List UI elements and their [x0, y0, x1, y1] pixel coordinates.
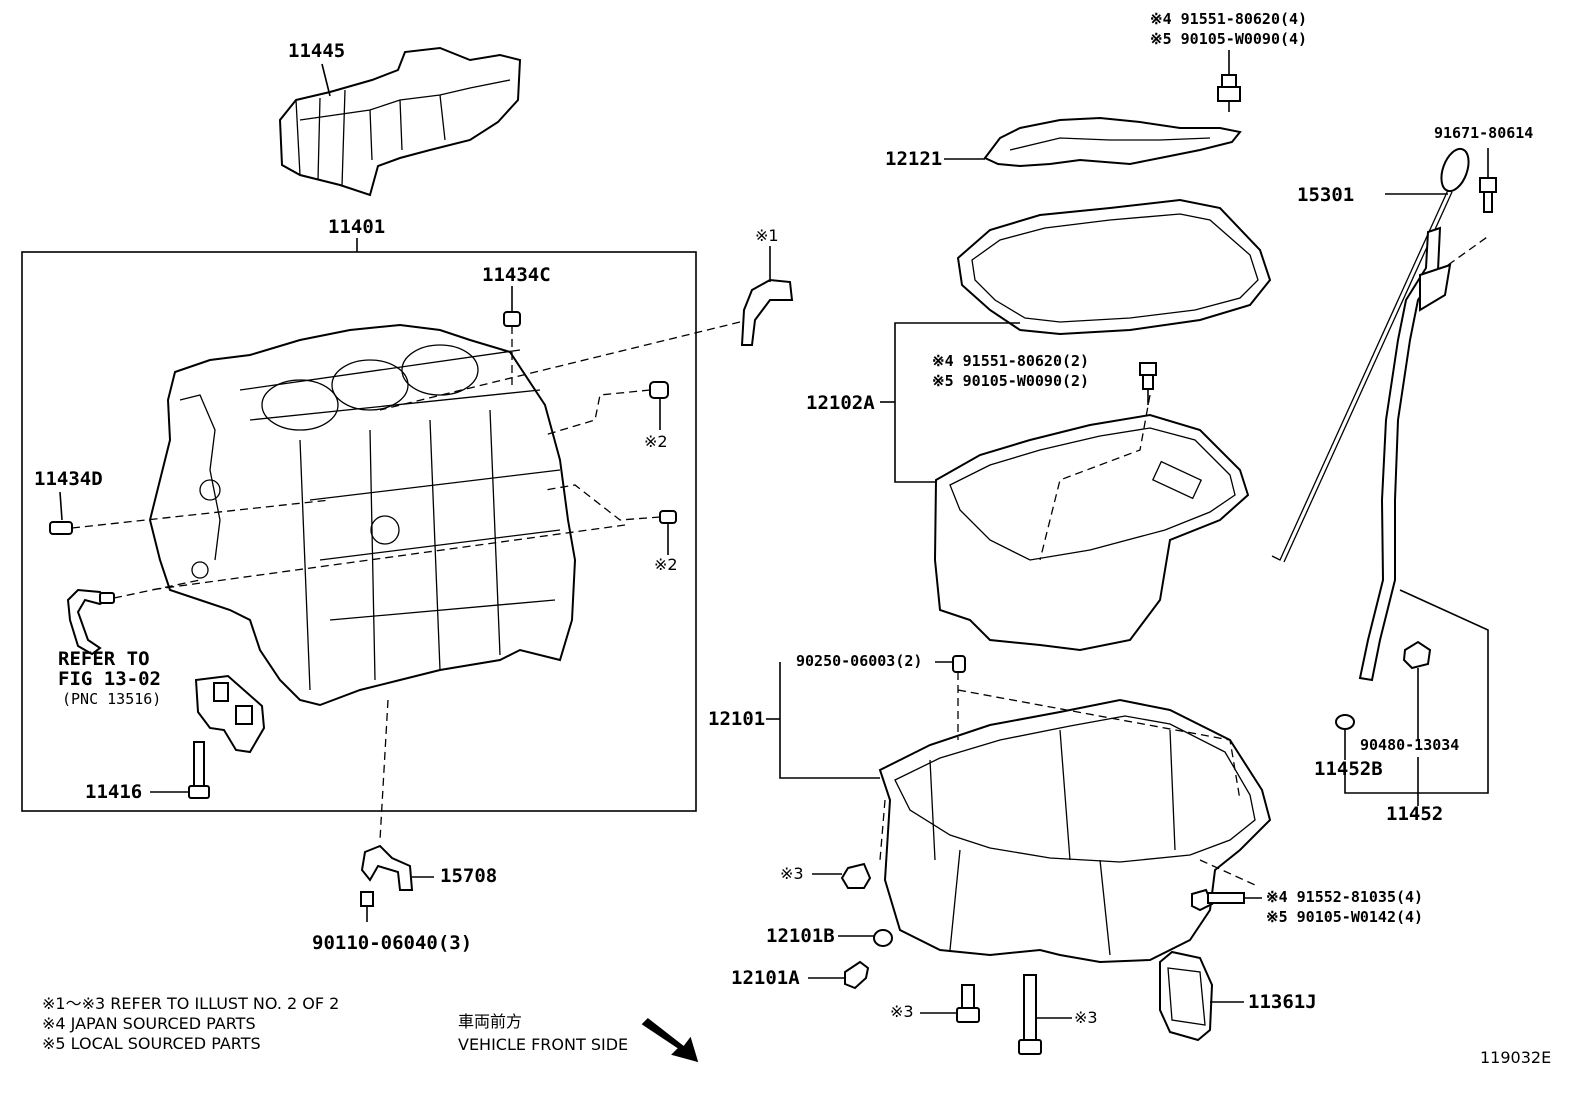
stud-mark3c	[1023, 974, 1037, 1044]
pin-11434d	[49, 521, 73, 535]
bolt-91551-top	[1221, 74, 1237, 88]
oil-pan-lower-12101	[878, 698, 1272, 964]
block-insulator-part	[278, 46, 522, 197]
dipstick-15301	[1271, 147, 1470, 563]
part-label-15301: 15301	[1297, 184, 1355, 206]
part-label-11452b: 11452B	[1314, 758, 1383, 780]
mark-3-label-b: ※3	[890, 1002, 914, 1021]
refer-to-line-2: FIG 13-02	[58, 668, 161, 690]
bolt-label-top-local: ※5 90105-W0090(4)	[1150, 30, 1308, 48]
cylinder-block-part	[148, 323, 577, 707]
figure-id: 119032E	[1480, 1048, 1552, 1067]
mark-1-label: ※1	[755, 226, 779, 245]
mark-3-label-a: ※3	[780, 864, 804, 883]
vehicle-front-en: VEHICLE FRONT SIDE	[458, 1035, 629, 1054]
mark-2-label-a: ※2	[644, 432, 668, 451]
part-label-11416: 11416	[85, 781, 143, 803]
mark-3-label-c: ※3	[1074, 1008, 1098, 1027]
part-label-12101a: 12101A	[731, 967, 800, 989]
sleeve-part-2b	[659, 510, 677, 524]
oil-tube-part	[66, 588, 108, 656]
bearing-cap-part-1	[740, 278, 794, 346]
bolt-label-bottom-jp: ※4 91552-81035(4)	[1266, 888, 1424, 906]
part-label-11434c: 11434C	[482, 264, 551, 286]
baffle-plate-12121	[983, 116, 1242, 168]
part-label-12121: 12121	[885, 148, 943, 170]
dowel-pin-11434c	[503, 311, 521, 327]
mark-2-label-b: ※2	[654, 555, 678, 574]
nut-mark3a	[840, 862, 872, 889]
cover-11361j	[1159, 950, 1214, 1042]
note-local-sourced: ※5 LOCAL SOURCED PARTS	[42, 1034, 261, 1053]
note-refer-illust: ※1～※3 REFER TO ILLUST NO. 2 OF 2	[42, 994, 340, 1013]
bolt-label-mid-jp: ※4 91551-80620(2)	[932, 352, 1090, 370]
refer-to-line-1: REFER TO	[58, 648, 150, 670]
bolt-label-bottom-local: ※5 90105-W0142(4)	[1266, 908, 1424, 926]
part-label-11361j: 11361J	[1248, 991, 1317, 1013]
bolt-90110	[360, 891, 374, 907]
part-label-11434d: 11434D	[34, 468, 103, 490]
part-label-11452: 11452	[1386, 803, 1444, 825]
part-label-90110: 90110-06040(3)	[312, 932, 473, 954]
vehicle-front-arrow	[641, 1018, 699, 1063]
sleeve-part-2a	[649, 381, 669, 399]
bearing-cap-11416	[194, 674, 266, 754]
part-label-11445: 11445	[288, 40, 346, 62]
part-label-90480: 90480-13034	[1360, 736, 1460, 754]
o-ring-11452b	[1335, 714, 1355, 730]
vehicle-front-jp: 車両前方	[458, 1012, 523, 1031]
gasket-12102a	[956, 198, 1272, 336]
part-label-91671: 91671-80614	[1434, 124, 1534, 142]
oil-pan-upper-12102a	[933, 413, 1250, 652]
part-label-12101b: 12101B	[766, 925, 835, 947]
part-label-90250: 90250-06003(2)	[796, 652, 923, 670]
part-label-15708: 15708	[440, 865, 498, 887]
cylinder-block-group-box	[21, 251, 697, 812]
part-label-11401: 11401	[328, 216, 386, 238]
bolt-11416	[193, 741, 205, 791]
note-japan-sourced: ※4 JAPAN SOURCED PARTS	[42, 1014, 256, 1033]
bolt-91671	[1479, 177, 1497, 193]
dowel-90250	[952, 655, 966, 673]
stud-mark3b	[961, 984, 975, 1010]
bolt-label-mid-local: ※5 90105-W0090(2)	[932, 372, 1090, 390]
washer-12101b	[873, 929, 893, 947]
oil-jet-15708	[360, 844, 414, 891]
bolt-91551-mid	[1139, 362, 1157, 376]
refer-to-line-3: (PNC 13516)	[62, 690, 162, 708]
part-label-12102a: 12102A	[806, 392, 875, 414]
part-label-12101: 12101	[708, 708, 766, 730]
grommet-90480	[1402, 640, 1432, 670]
bolt-label-top-jp: ※4 91551-80620(4)	[1150, 10, 1308, 28]
drain-plug-12101a	[844, 960, 870, 990]
